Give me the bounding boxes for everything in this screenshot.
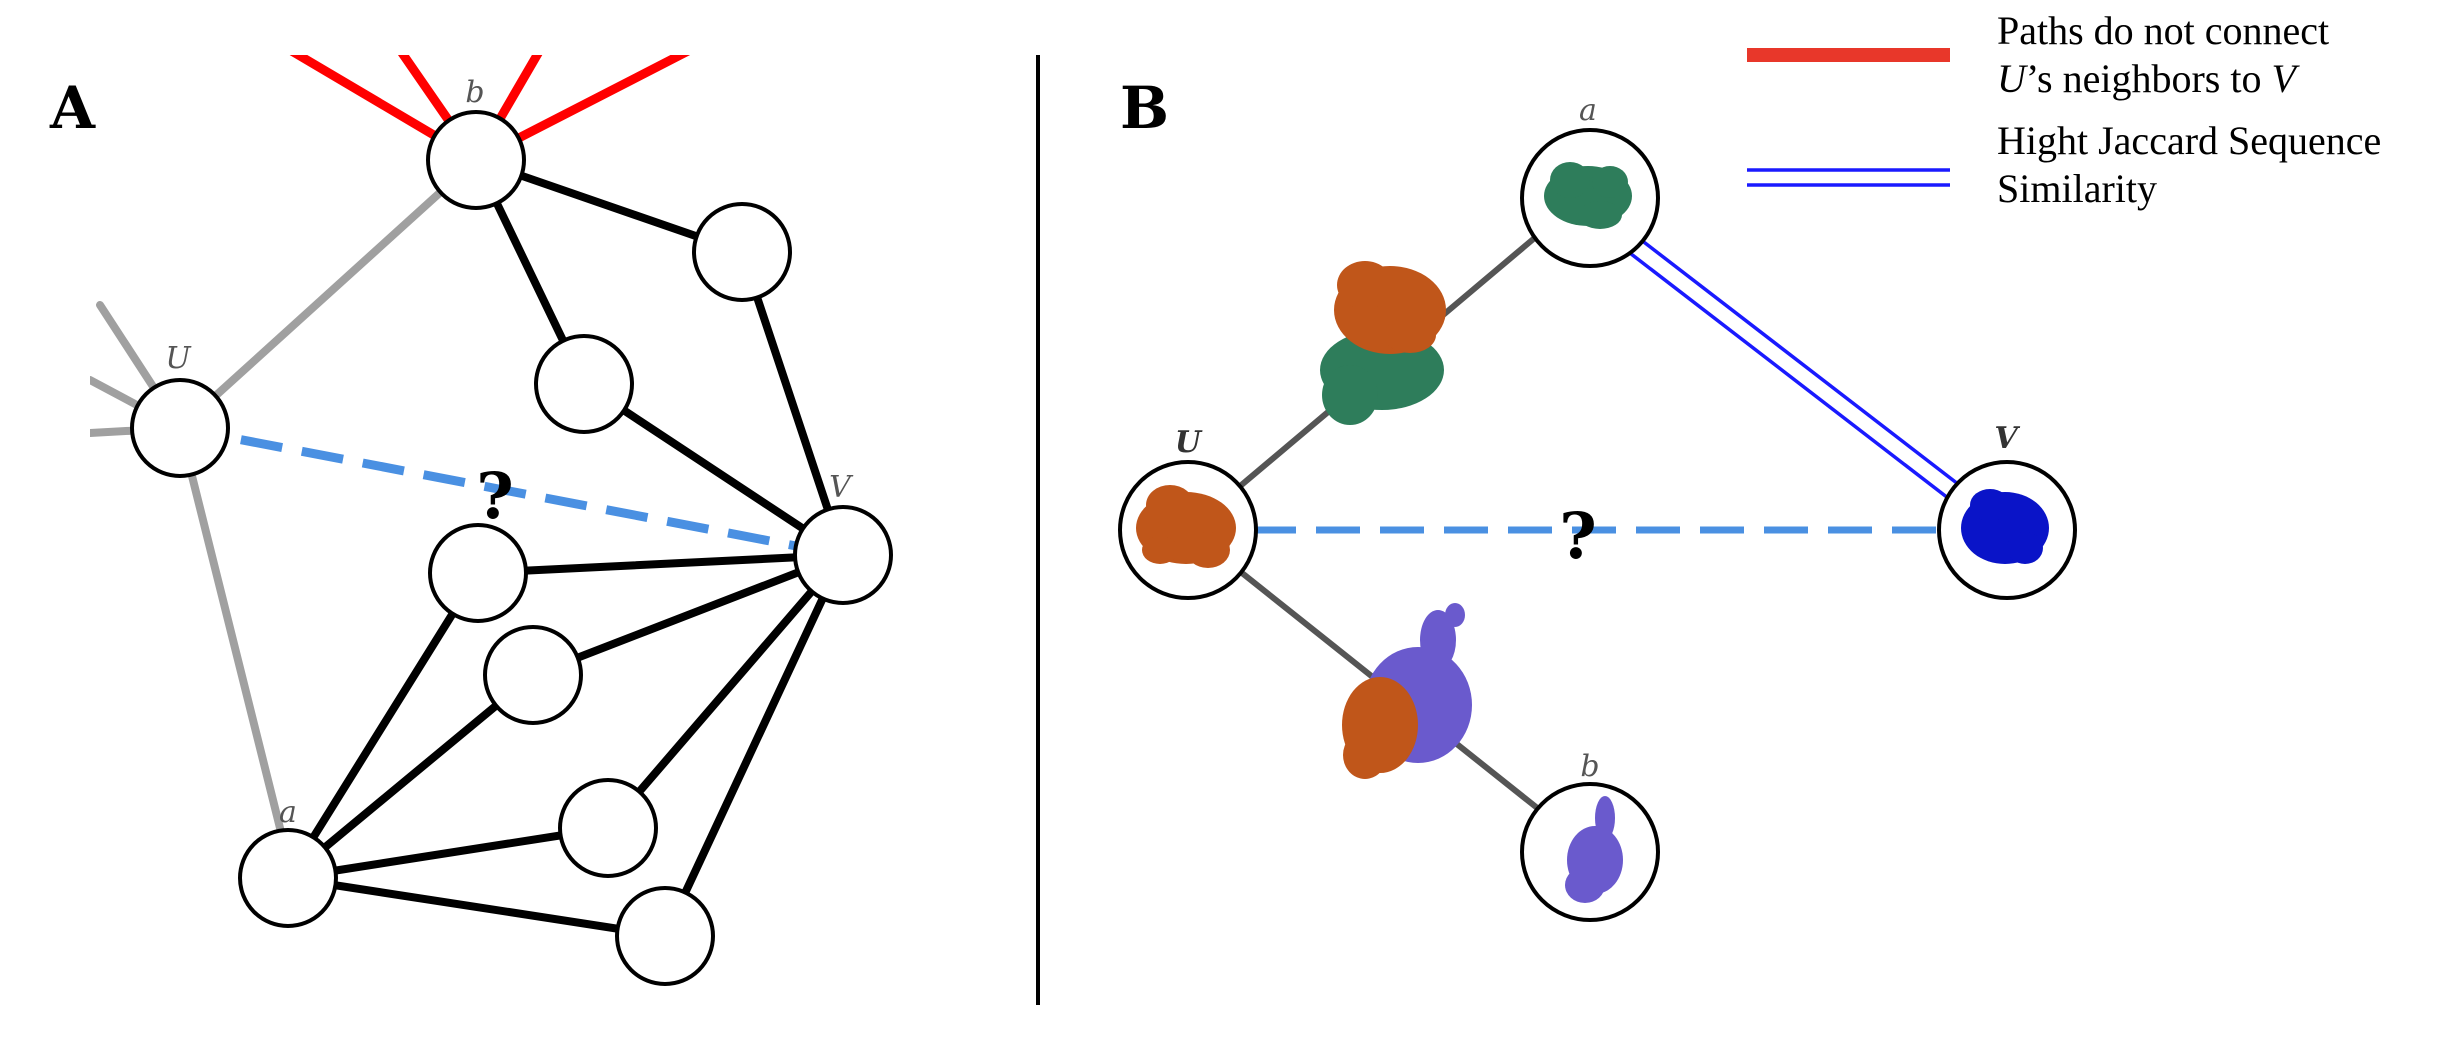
- protein-v-icon: [1961, 489, 2049, 564]
- query-link-a: [179, 423, 844, 560]
- node-u: [130, 378, 230, 478]
- node-v: [793, 505, 893, 605]
- gray-edges: [90, 156, 480, 864]
- jaccard-link: [1624, 234, 1960, 500]
- question-mark-b: ?: [1559, 499, 1597, 574]
- node-mid-1: [428, 523, 528, 623]
- nodes-a: [130, 110, 893, 986]
- panel-b-letter: B: [1120, 74, 1169, 142]
- node-mid-upper: [534, 334, 634, 434]
- node-b: [426, 110, 526, 210]
- panel-a-graph: [90, 55, 893, 986]
- label-b-b: b: [1580, 749, 1599, 784]
- legend-red-line2: U’s neighbors to V: [1997, 56, 2300, 101]
- node-mid-2: [483, 625, 583, 725]
- node-mid-3: [558, 778, 658, 878]
- node-bottom: [615, 886, 715, 986]
- complex-u-a-icon: [1320, 261, 1446, 425]
- label-a-v: V: [829, 470, 854, 505]
- label-b-v: V: [1994, 421, 2020, 456]
- label-a-b: b: [465, 75, 484, 110]
- question-mark-a: ?: [476, 459, 514, 534]
- node-top-right: [692, 202, 792, 302]
- label-b-u: U: [1175, 425, 1203, 460]
- label-a-u: U: [165, 341, 192, 376]
- legend-red-line1: Paths do not connect: [1997, 8, 2329, 53]
- legend-blue-line2: Similarity: [1997, 166, 2157, 211]
- protein-b-icon: [1565, 796, 1623, 903]
- nodes-b: [1118, 128, 2077, 922]
- label-b-a: a: [1579, 93, 1597, 128]
- label-a-a: a: [279, 795, 297, 830]
- protein-u-icon: [1136, 485, 1236, 568]
- panel-a-letter: A: [49, 74, 96, 142]
- legend: Paths do not connect U’s neighbors to V …: [1747, 8, 2381, 211]
- node-a: [238, 828, 338, 928]
- complex-u-b-icon: [1342, 603, 1472, 779]
- protein-a-icon: [1544, 162, 1632, 229]
- legend-blue-line1: Hight Jaccard Sequence: [1997, 118, 2381, 163]
